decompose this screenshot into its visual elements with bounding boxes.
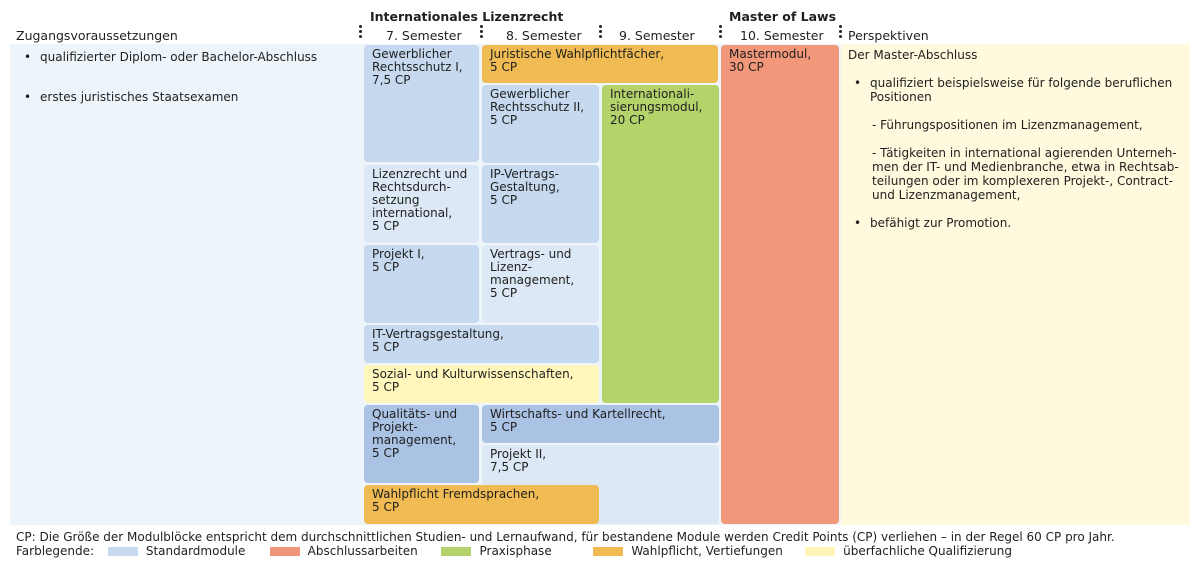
legend-item-ueberfachlich: überfachliche Qualifizierung (843, 544, 1012, 558)
module-vertrags-lizenzmanagement: Vertrags- und Lizenz- management, 5 CP (482, 245, 599, 323)
separator-dots (480, 25, 483, 40)
perspective-sub-item: - Führungspositionen im Lizenzmanagement… (872, 118, 1143, 132)
color-legend: Farblegende: Standardmodule Abschlussarb… (16, 544, 1012, 558)
column-header-semester-9: 9. Semester (619, 28, 695, 43)
legend-label: Farblegende: (16, 544, 95, 558)
legend-item-wahlpflicht: Wahlpflicht, Vertiefungen (631, 544, 783, 558)
separator-dots (719, 25, 722, 40)
legend-item-praxis: Praxisphase (479, 544, 552, 558)
legend-item-abschluss: Abschlussarbeiten (307, 544, 418, 558)
module-it-vertragsgestaltung: IT-Vertragsgestaltung, 5 CP (364, 325, 599, 363)
column-header-semester-7: 7. Semester (386, 28, 462, 43)
column-header-perspectives: Perspektiven (848, 28, 929, 43)
separator-dots (359, 25, 362, 40)
module-wirtschafts-kartellrecht: Wirtschafts- und Kartellrecht, 5 CP (482, 405, 719, 443)
module-ip-vertragsgestaltung: IP-Vertrags- Gestaltung, 5 CP (482, 165, 599, 243)
perspectives-list: qualifiziert beispielsweise für folgende… (848, 76, 1183, 230)
admission-list: qualifizierter Diplom- oder Bachelor-Abs… (18, 50, 353, 104)
module-mastermodul: Mastermodul, 30 CP (721, 45, 839, 524)
legend-swatch-standard (107, 547, 138, 556)
perspectives-panel: Der Master-Abschluss qualifiziert beispi… (841, 44, 1190, 525)
module-qualitaets-projektmanagement: Qualitäts- und Projekt- management, 5 CP (364, 405, 479, 483)
admission-item: qualifizierter Diplom- oder Bachelor-Abs… (18, 50, 353, 64)
module-internationalisierung: Internationali- sierungsmodul, 20 CP (602, 85, 719, 403)
perspective-sub-item: - Tätigkeiten in international agierende… (872, 146, 1179, 202)
module-gewerblicher-rechtsschutz-1: Gewerblicher Rechtsschutz I, 7,5 CP (364, 45, 479, 162)
module-juristische-wahlpflichtfaecher: Juristische Wahlpflichtfächer, 5 CP (482, 45, 718, 83)
column-header-semester-8: 8. Semester (506, 28, 582, 43)
admission-item: erstes juristisches Staatsexamen (18, 90, 353, 104)
degree-title: Master of Laws (729, 9, 837, 24)
perspective-item: befähigt zur Promotion. (848, 216, 1183, 230)
module-lizenzrecht: Lizenzrecht und Rechtsdurch- setzung int… (364, 165, 479, 243)
legend-swatch-abschluss (269, 547, 300, 556)
module-sozial-kulturwissenschaften: Sozial- und Kulturwissenschaften, 5 CP (364, 365, 599, 403)
perspective-item: qualifiziert beispielsweise für folgende… (848, 76, 1183, 202)
program-title: Internationales Lizenzrecht (370, 9, 564, 24)
legend-swatch-ueberfachlich (805, 547, 836, 556)
legend-item-standard: Standardmodule (145, 544, 246, 558)
module-gewerblicher-rechtsschutz-2: Gewerblicher Rechtsschutz II, 5 CP (482, 85, 599, 163)
legend-swatch-praxis (441, 547, 472, 556)
admission-panel: qualifizierter Diplom- oder Bachelor-Abs… (10, 44, 361, 525)
perspective-item-text: qualifiziert beispielsweise für folgende… (870, 76, 1173, 104)
separator-dots (599, 25, 602, 40)
column-header-admission: Zugangsvoraussetzungen (16, 28, 178, 43)
footnote: CP: Die Größe der Modulblöcke entspricht… (16, 530, 1115, 544)
legend-swatch-wahlpflicht (593, 547, 624, 556)
perspectives-title: Der Master-Abschluss (848, 48, 978, 62)
separator-dots (839, 25, 842, 40)
module-wahlpflicht-fremdsprachen: Wahlpflicht Fremdsprachen, 5 CP (364, 485, 599, 524)
module-projekt-1: Projekt I, 5 CP (364, 245, 479, 323)
column-header-semester-10: 10. Semester (740, 28, 824, 43)
